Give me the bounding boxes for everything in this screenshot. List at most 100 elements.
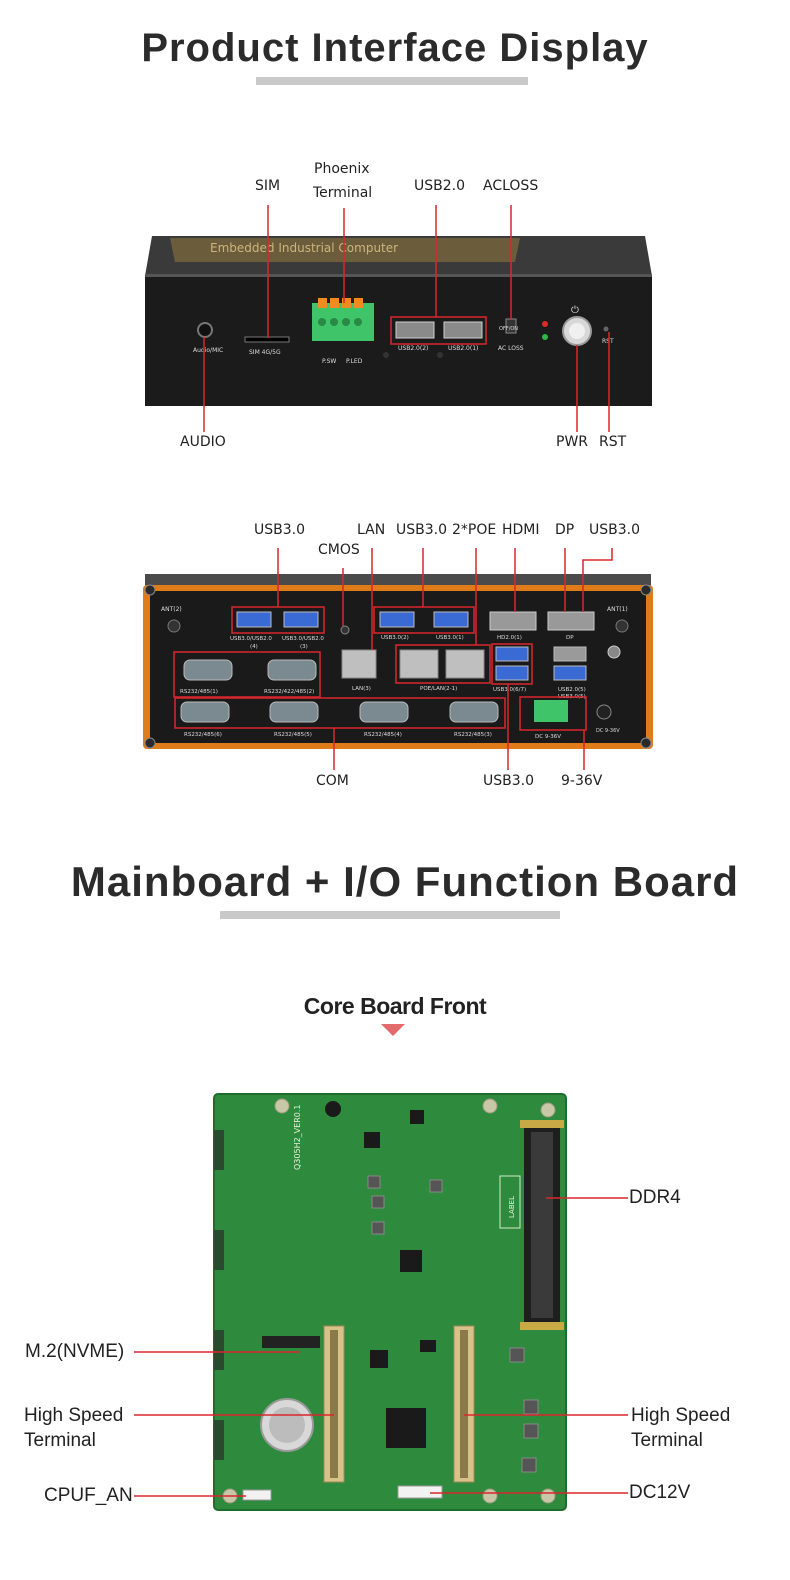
label-dc12v: DC12V bbox=[629, 1482, 691, 1503]
svg-text:(4): (4) bbox=[250, 644, 258, 650]
label-dc: 9-36V bbox=[561, 773, 603, 789]
dc-terminal bbox=[534, 700, 568, 722]
lan-port-3 bbox=[341, 649, 377, 679]
usb3-port-3 bbox=[283, 611, 319, 628]
dc12v-header bbox=[397, 1485, 443, 1499]
svg-text:LABEL: LABEL bbox=[508, 1196, 516, 1218]
usb3-port-4 bbox=[236, 611, 272, 628]
label-hs-right-1: High Speed bbox=[631, 1405, 731, 1426]
svg-text:RS232/485(4): RS232/485(4) bbox=[364, 732, 402, 738]
svg-text:Audio/MIC: Audio/MIC bbox=[193, 347, 223, 354]
label-hs-left-1: High Speed bbox=[24, 1405, 124, 1426]
svg-text:P.SW: P.SW bbox=[322, 358, 336, 365]
svg-text:USB2.0(5): USB2.0(5) bbox=[558, 687, 586, 693]
poe-port-2 bbox=[399, 649, 439, 679]
label-cmos: CMOS bbox=[318, 542, 360, 558]
label-usb30-c: USB3.0 bbox=[589, 522, 641, 538]
label-hdmi: HDMI bbox=[502, 522, 540, 538]
svg-text:RS232/485(6): RS232/485(6) bbox=[184, 732, 222, 738]
label-usb20: USB2.0 bbox=[414, 178, 466, 194]
label-acloss: ACLOSS bbox=[483, 178, 539, 194]
com-port-4 bbox=[359, 701, 409, 723]
dc-jack bbox=[596, 704, 612, 720]
label-hs-left-2: Terminal bbox=[24, 1430, 96, 1451]
usb3-port-2 bbox=[379, 611, 415, 628]
com-port-1 bbox=[183, 659, 233, 681]
svg-text:USB2.0(2): USB2.0(2) bbox=[398, 345, 428, 352]
usb2-port-5 bbox=[553, 646, 587, 662]
section-title-interface: Product Interface Display bbox=[141, 26, 649, 70]
svg-text:Q305H2_VER0.1: Q305H2_VER0.1 bbox=[293, 1105, 302, 1170]
svg-text:DC 9-36V: DC 9-36V bbox=[596, 728, 620, 734]
svg-text:ANT(1): ANT(1) bbox=[607, 606, 628, 613]
title-underline bbox=[256, 77, 528, 85]
rear-lid bbox=[145, 574, 651, 588]
label-rst: RST bbox=[599, 434, 627, 450]
svg-text:DC 9-36V: DC 9-36V bbox=[535, 734, 561, 740]
cmos-button bbox=[340, 625, 350, 635]
label-usb30-a: USB3.0 bbox=[254, 522, 306, 538]
svg-text:LAN(3): LAN(3) bbox=[352, 686, 371, 692]
svg-text:USB3.0(1): USB3.0(1) bbox=[436, 635, 464, 641]
svg-text:POE/LAN(2-1): POE/LAN(2-1) bbox=[420, 686, 457, 692]
label-cpufan: CPUF_AN bbox=[44, 1485, 133, 1506]
reset-button bbox=[603, 326, 609, 332]
com-port-3 bbox=[449, 701, 499, 723]
svg-text:ANT(2): ANT(2) bbox=[161, 606, 182, 613]
front-leaders bbox=[203, 205, 610, 432]
svg-text:AC LOSS: AC LOSS bbox=[498, 345, 524, 352]
label-com: COM bbox=[316, 773, 349, 789]
svg-text:⏻: ⏻ bbox=[571, 305, 579, 316]
svg-text:OFF/ON: OFF/ON bbox=[499, 326, 518, 332]
label-poe: 2*POE bbox=[452, 522, 497, 538]
led-red bbox=[542, 321, 548, 327]
label-phoenix-2: Terminal bbox=[313, 185, 373, 201]
led-green bbox=[542, 334, 548, 340]
svg-text:RS232/422/485(2): RS232/422/485(2) bbox=[264, 689, 314, 695]
brand-text: Embedded Industrial Computer bbox=[210, 241, 398, 255]
svg-text:RS232/485(3): RS232/485(3) bbox=[454, 732, 492, 738]
sim-slot bbox=[244, 336, 290, 343]
m2-slot bbox=[262, 1336, 320, 1348]
section-title-mainboard: Mainboard + I/O Function Board bbox=[70, 858, 740, 905]
label-pwr: PWR bbox=[556, 434, 589, 450]
usb2-port-1 bbox=[443, 321, 483, 339]
svg-text:SIM 4G/5G: SIM 4G/5G bbox=[249, 349, 281, 356]
core-board-image: LABEL Q305H2_VER0.1 bbox=[134, 1093, 628, 1511]
front-lid bbox=[145, 236, 652, 276]
board-leaders bbox=[134, 1197, 628, 1497]
core-board-subtitle: Core Board Front bbox=[303, 993, 487, 1019]
label-phoenix-1: Phoenix bbox=[314, 161, 370, 177]
dp-port bbox=[547, 611, 595, 631]
com-port-2 bbox=[267, 659, 317, 681]
label-lan: LAN bbox=[357, 522, 386, 538]
svg-text:USB3.0(6/7): USB3.0(6/7) bbox=[493, 687, 526, 693]
svg-text:USB3.0(2): USB3.0(2) bbox=[381, 635, 409, 641]
svg-text:DP: DP bbox=[566, 635, 574, 641]
com-port-6 bbox=[180, 701, 230, 723]
rear-panel-image: ANT(2) ANT(1) USB3.0/USB2.0 (4) USB3.0/U… bbox=[143, 548, 653, 770]
label-ddr4: DDR4 bbox=[629, 1187, 681, 1208]
label-hs-right-2: Terminal bbox=[631, 1430, 703, 1451]
usb3-port-6 bbox=[495, 646, 529, 662]
poe-port-1 bbox=[445, 649, 485, 679]
title-underline-2 bbox=[220, 911, 560, 919]
label-usb30-b: USB3.0 bbox=[396, 522, 448, 538]
svg-text:(3): (3) bbox=[300, 644, 308, 650]
usb2-port-2 bbox=[395, 321, 435, 339]
audio-jack bbox=[197, 322, 213, 338]
label-audio: AUDIO bbox=[180, 434, 226, 450]
svg-text:USB2.0(1): USB2.0(1) bbox=[448, 345, 478, 352]
front-panel-image: Embedded Industrial Computer Audio/MIC S… bbox=[145, 205, 652, 432]
svg-text:HD2.0(1): HD2.0(1) bbox=[497, 635, 522, 641]
label-sim: SIM bbox=[255, 178, 281, 194]
svg-text:RS232/485(5): RS232/485(5) bbox=[274, 732, 312, 738]
down-arrow-icon bbox=[381, 1024, 405, 1036]
usb3-port-5 bbox=[553, 665, 587, 681]
svg-text:USB3.0/USB2.0: USB3.0/USB2.0 bbox=[230, 636, 272, 642]
svg-text:P.LED: P.LED bbox=[346, 358, 363, 365]
usb3-port-7 bbox=[495, 665, 529, 681]
label-usb30-d: USB3.0 bbox=[483, 773, 535, 789]
com-port-5 bbox=[269, 701, 319, 723]
label-dp: DP bbox=[555, 522, 575, 538]
